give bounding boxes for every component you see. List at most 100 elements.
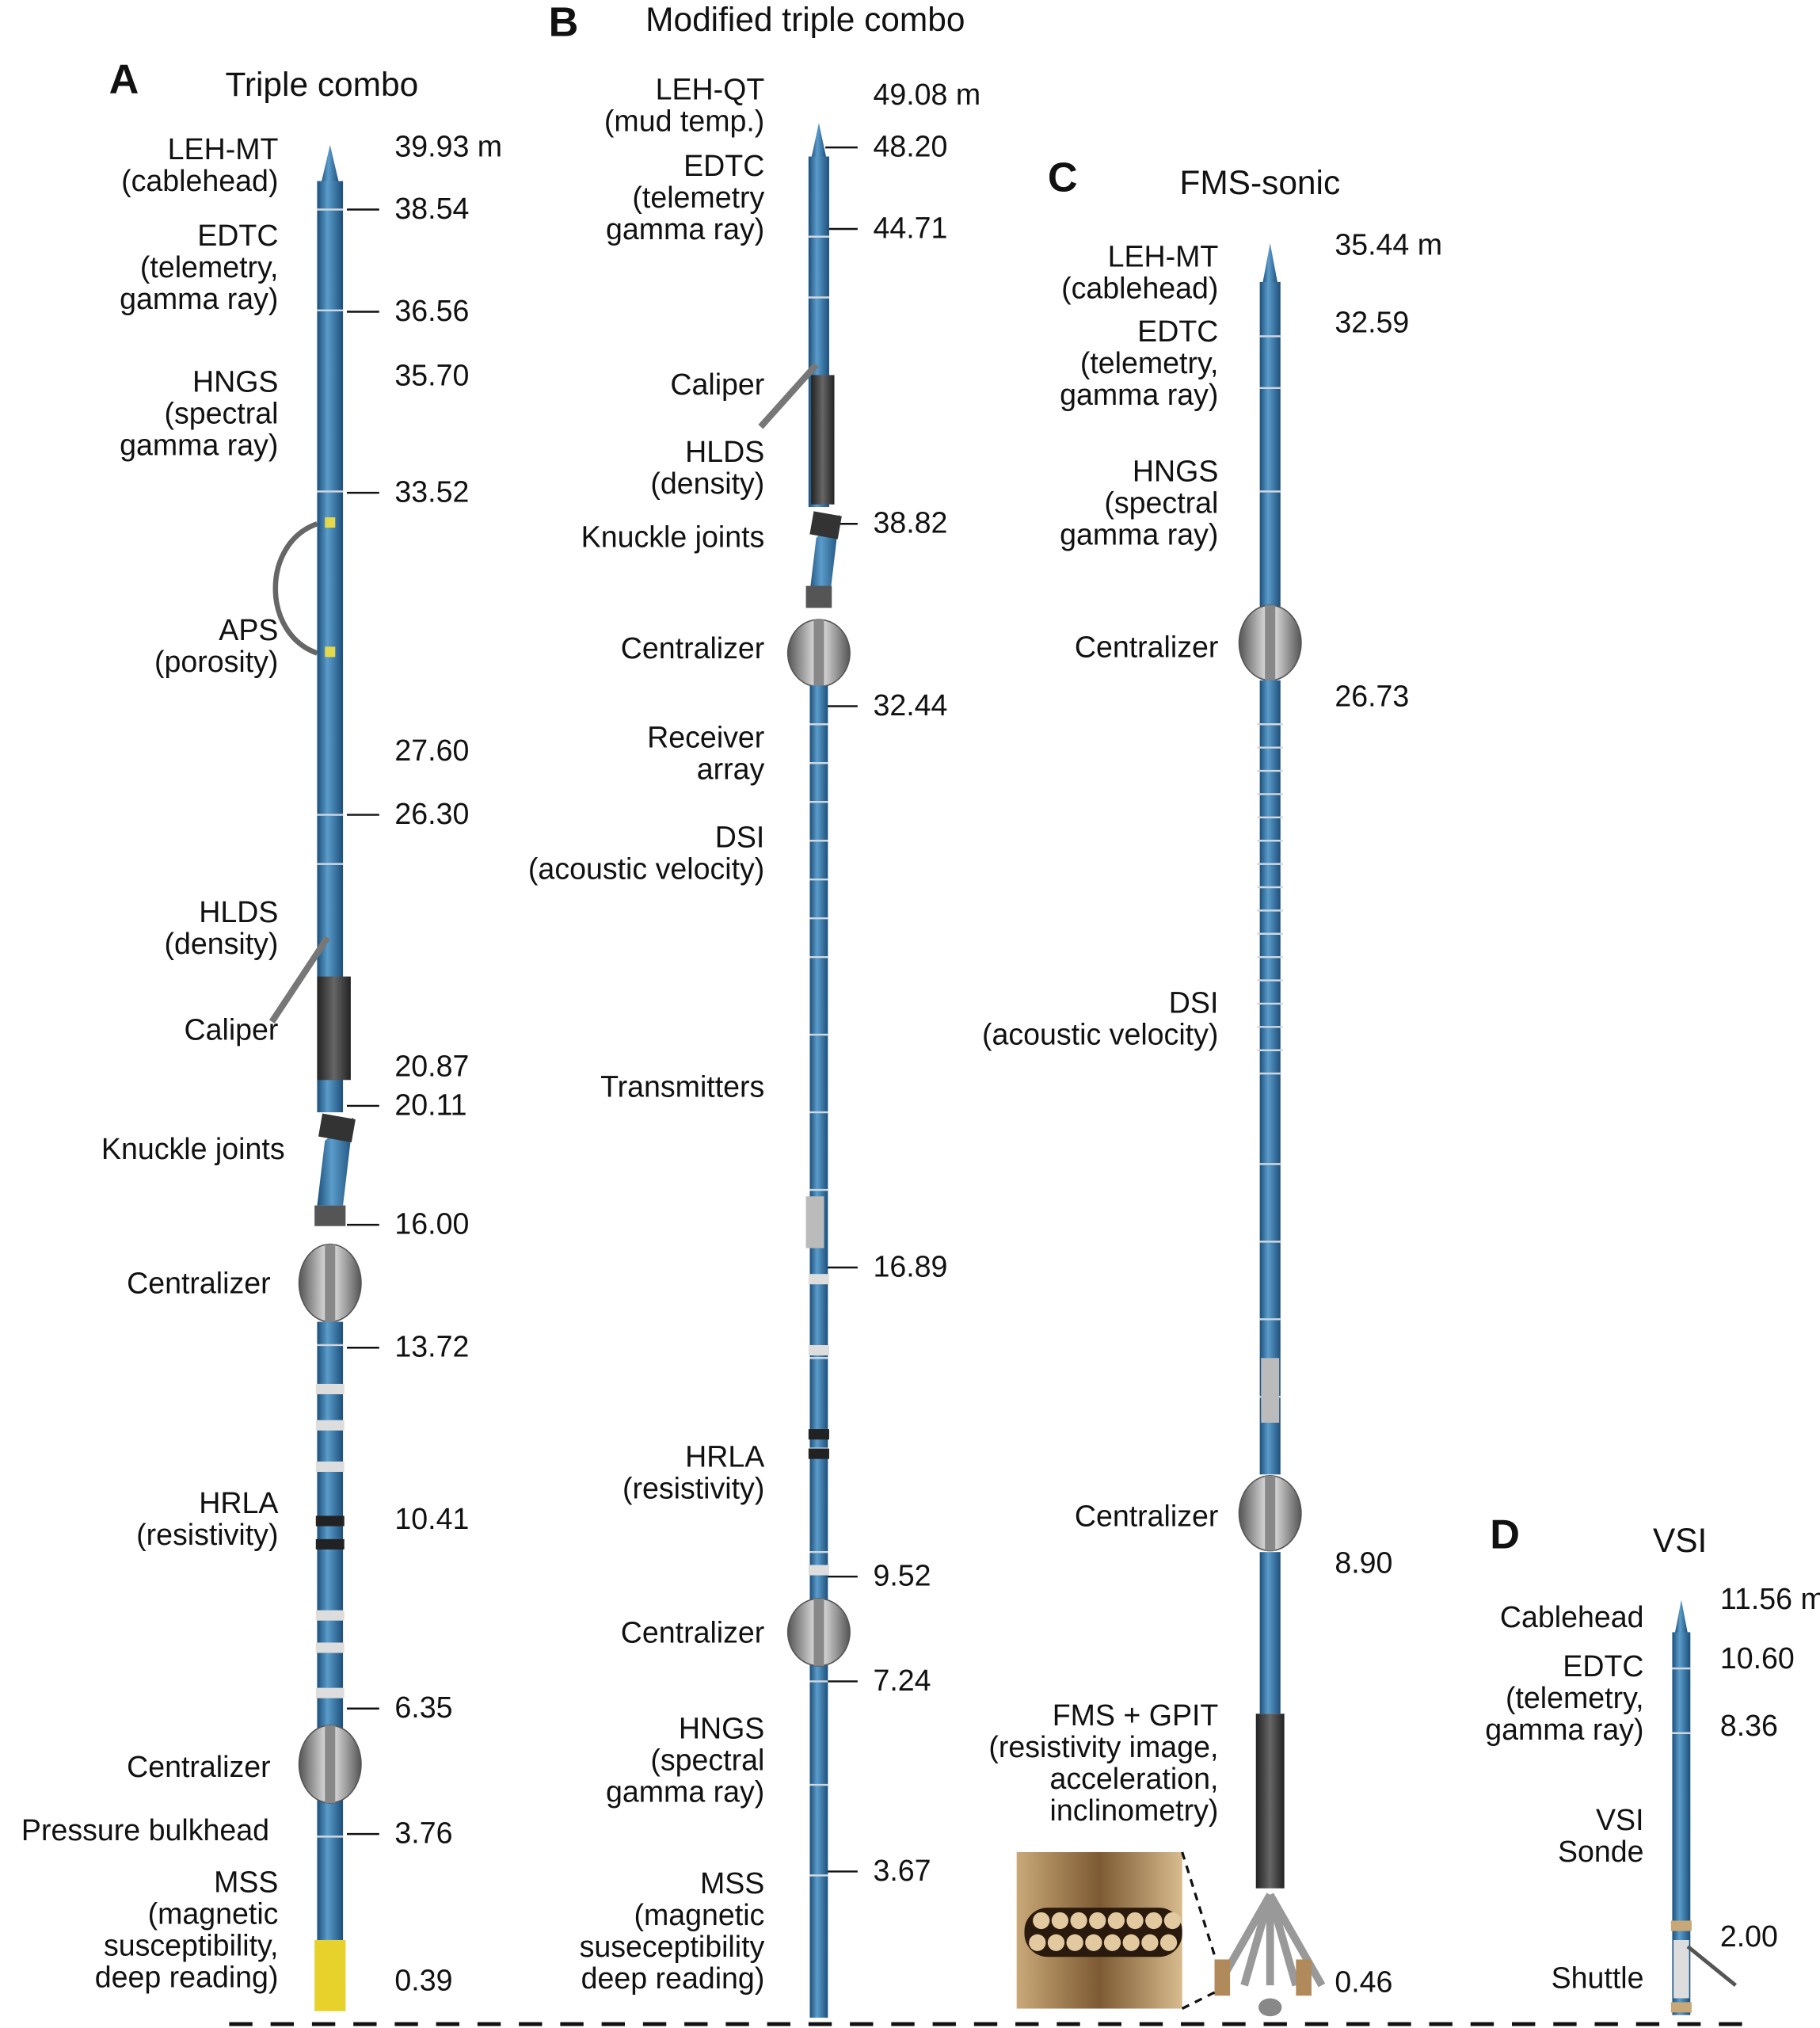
- tool-band: [325, 517, 336, 528]
- depth-value: 20.87: [394, 1049, 469, 1082]
- hlds-pad: [317, 976, 351, 1081]
- tool-label-edtc: EDTC: [683, 149, 764, 182]
- depth-value: 35.70: [394, 359, 469, 392]
- aps-bowspring: [272, 521, 318, 656]
- tool-label-dsi: DSI: [715, 820, 765, 853]
- depth-value: 35.44 m: [1335, 228, 1442, 261]
- tool-segment: [317, 1321, 344, 1940]
- tool-label-lehmt: LEH-MT: [168, 132, 279, 166]
- tool-label-vsi: Sonde: [1558, 1835, 1644, 1868]
- tool-label-hrla: HRLA: [685, 1439, 764, 1473]
- tool-label-hlds: (density): [650, 467, 764, 500]
- tool-label-lehmt: (cablehead): [1061, 271, 1218, 304]
- tool-band: [325, 646, 336, 658]
- tool-label-edtc: (telemetry,: [1506, 1681, 1644, 1714]
- tool-label-hngs: HNGS: [679, 1711, 764, 1744]
- tool-label-hngs: HNGS: [1133, 454, 1218, 487]
- tool-segment: [1259, 1552, 1281, 1714]
- tool-collar: [314, 1205, 346, 1226]
- cablehead-tip: [811, 123, 827, 159]
- tool-band: [808, 1565, 829, 1576]
- panel-title: VSI: [1653, 1522, 1707, 1559]
- tool-label-receiver: array: [697, 753, 765, 786]
- tool-label-hlds: HLDS: [199, 895, 278, 928]
- tool-label-edtc: (telemetry,: [1080, 346, 1219, 379]
- depth-value: 32.59: [1335, 306, 1409, 339]
- depth-value: 38.82: [873, 506, 947, 539]
- centralizer: [786, 1598, 851, 1667]
- panel-letter: B: [549, 0, 579, 46]
- depth-value: 3.67: [873, 1854, 931, 1887]
- tool-label-edtc: EDTC: [197, 219, 278, 252]
- panel-letter: A: [109, 57, 139, 103]
- tool-label-receiver: Receiver: [647, 721, 764, 754]
- centralizer: [786, 619, 851, 688]
- tool-label-edtc: gamma ray): [606, 212, 764, 246]
- tool-band: [315, 1383, 345, 1394]
- knuckle-joint: [808, 511, 842, 603]
- tool-label-hngs: gamma ray): [1060, 517, 1218, 551]
- depth-value: 20.11: [394, 1088, 466, 1121]
- tool-label-hlds: (density): [164, 927, 278, 960]
- mss-sensor: [314, 1939, 346, 2011]
- tool-label-mss: deep reading): [581, 1961, 765, 1995]
- tool-label-mss: MSS: [214, 1866, 278, 1899]
- centralizer: [1238, 604, 1302, 681]
- tool-label-edtc: gamma ray): [1485, 1713, 1643, 1746]
- tool-label-hngs: (spectral: [650, 1743, 764, 1776]
- tool-label-dsi: DSI: [1169, 985, 1219, 1019]
- depth-value: 32.44: [873, 688, 947, 722]
- shuttle-body: [1673, 1939, 1689, 1999]
- tool-band: [1670, 1920, 1692, 1931]
- depth-value: 38.54: [394, 192, 469, 225]
- tool-band: [315, 1642, 345, 1653]
- tool-band: [315, 1687, 345, 1698]
- sonic-transmitter: [1261, 1358, 1280, 1423]
- depth-value: 16.00: [394, 1207, 469, 1241]
- centralizer: [298, 1725, 362, 1804]
- tool-label-centralizer1: Centralizer: [127, 1267, 271, 1300]
- tool-label-mss: susceptibility,: [104, 1929, 278, 1962]
- depth-value: 10.60: [1720, 1641, 1795, 1675]
- tool-label-centralizer1: Centralizer: [621, 631, 765, 665]
- tool-label-dsi: (acoustic velocity): [982, 1017, 1218, 1050]
- tool-label-dsi: (acoustic velocity): [528, 852, 764, 885]
- tool-label-fms: (resistivity image,: [988, 1730, 1218, 1763]
- tool-nose: [1258, 1998, 1282, 2017]
- depth-value: 0.46: [1335, 1965, 1392, 1998]
- tool-label-lehqt: LEH-QT: [656, 73, 765, 106]
- tool-band: [315, 1420, 345, 1431]
- depth-value: 39.93 m: [394, 130, 502, 163]
- tool-label-bulkhead: Pressure bulkhead: [21, 1813, 269, 1847]
- tool-band: [315, 1515, 345, 1527]
- panel-letter: D: [1490, 1511, 1520, 1557]
- tool-label-edtc: EDTC: [1563, 1649, 1643, 1683]
- depth-value: 36.56: [394, 294, 469, 327]
- tool-label-edtc: EDTC: [1137, 314, 1218, 348]
- tool-segment: [1259, 680, 1281, 1475]
- depth-value: 33.52: [394, 475, 469, 508]
- tool-label-fms: inclinometry): [1050, 1794, 1219, 1827]
- panel-title: FMS-sonic: [1179, 164, 1340, 201]
- depth-value: 16.89: [873, 1249, 947, 1283]
- depth-value: 44.71: [873, 211, 947, 244]
- caliper-arm: [758, 362, 819, 429]
- tool-label-lehqt: (mud temp.): [604, 105, 764, 138]
- depth-value: 9.52: [873, 1559, 931, 1592]
- tool-label-aps: (porosity): [154, 645, 278, 678]
- centralizer: [1238, 1475, 1302, 1552]
- tool-label-caliper: Caliper: [670, 368, 764, 401]
- depth-value: 26.73: [1335, 679, 1409, 712]
- depth-value: 3.76: [394, 1816, 452, 1850]
- depth-value: 13.72: [394, 1330, 469, 1363]
- depth-value: 8.36: [1720, 1709, 1778, 1742]
- tool-collar: [805, 585, 832, 608]
- tool-label-mss: deep reading): [95, 1961, 279, 1994]
- tool-label-hngs: HNGS: [192, 365, 278, 398]
- tool-label-edtc: gamma ray): [1060, 378, 1218, 411]
- tool-label-edtc: (telemetry,: [140, 250, 279, 284]
- tool-label-knuckle: Knuckle joints: [581, 520, 765, 554]
- depth-value: 49.08 m: [873, 78, 980, 111]
- panel-letter: C: [1048, 155, 1078, 201]
